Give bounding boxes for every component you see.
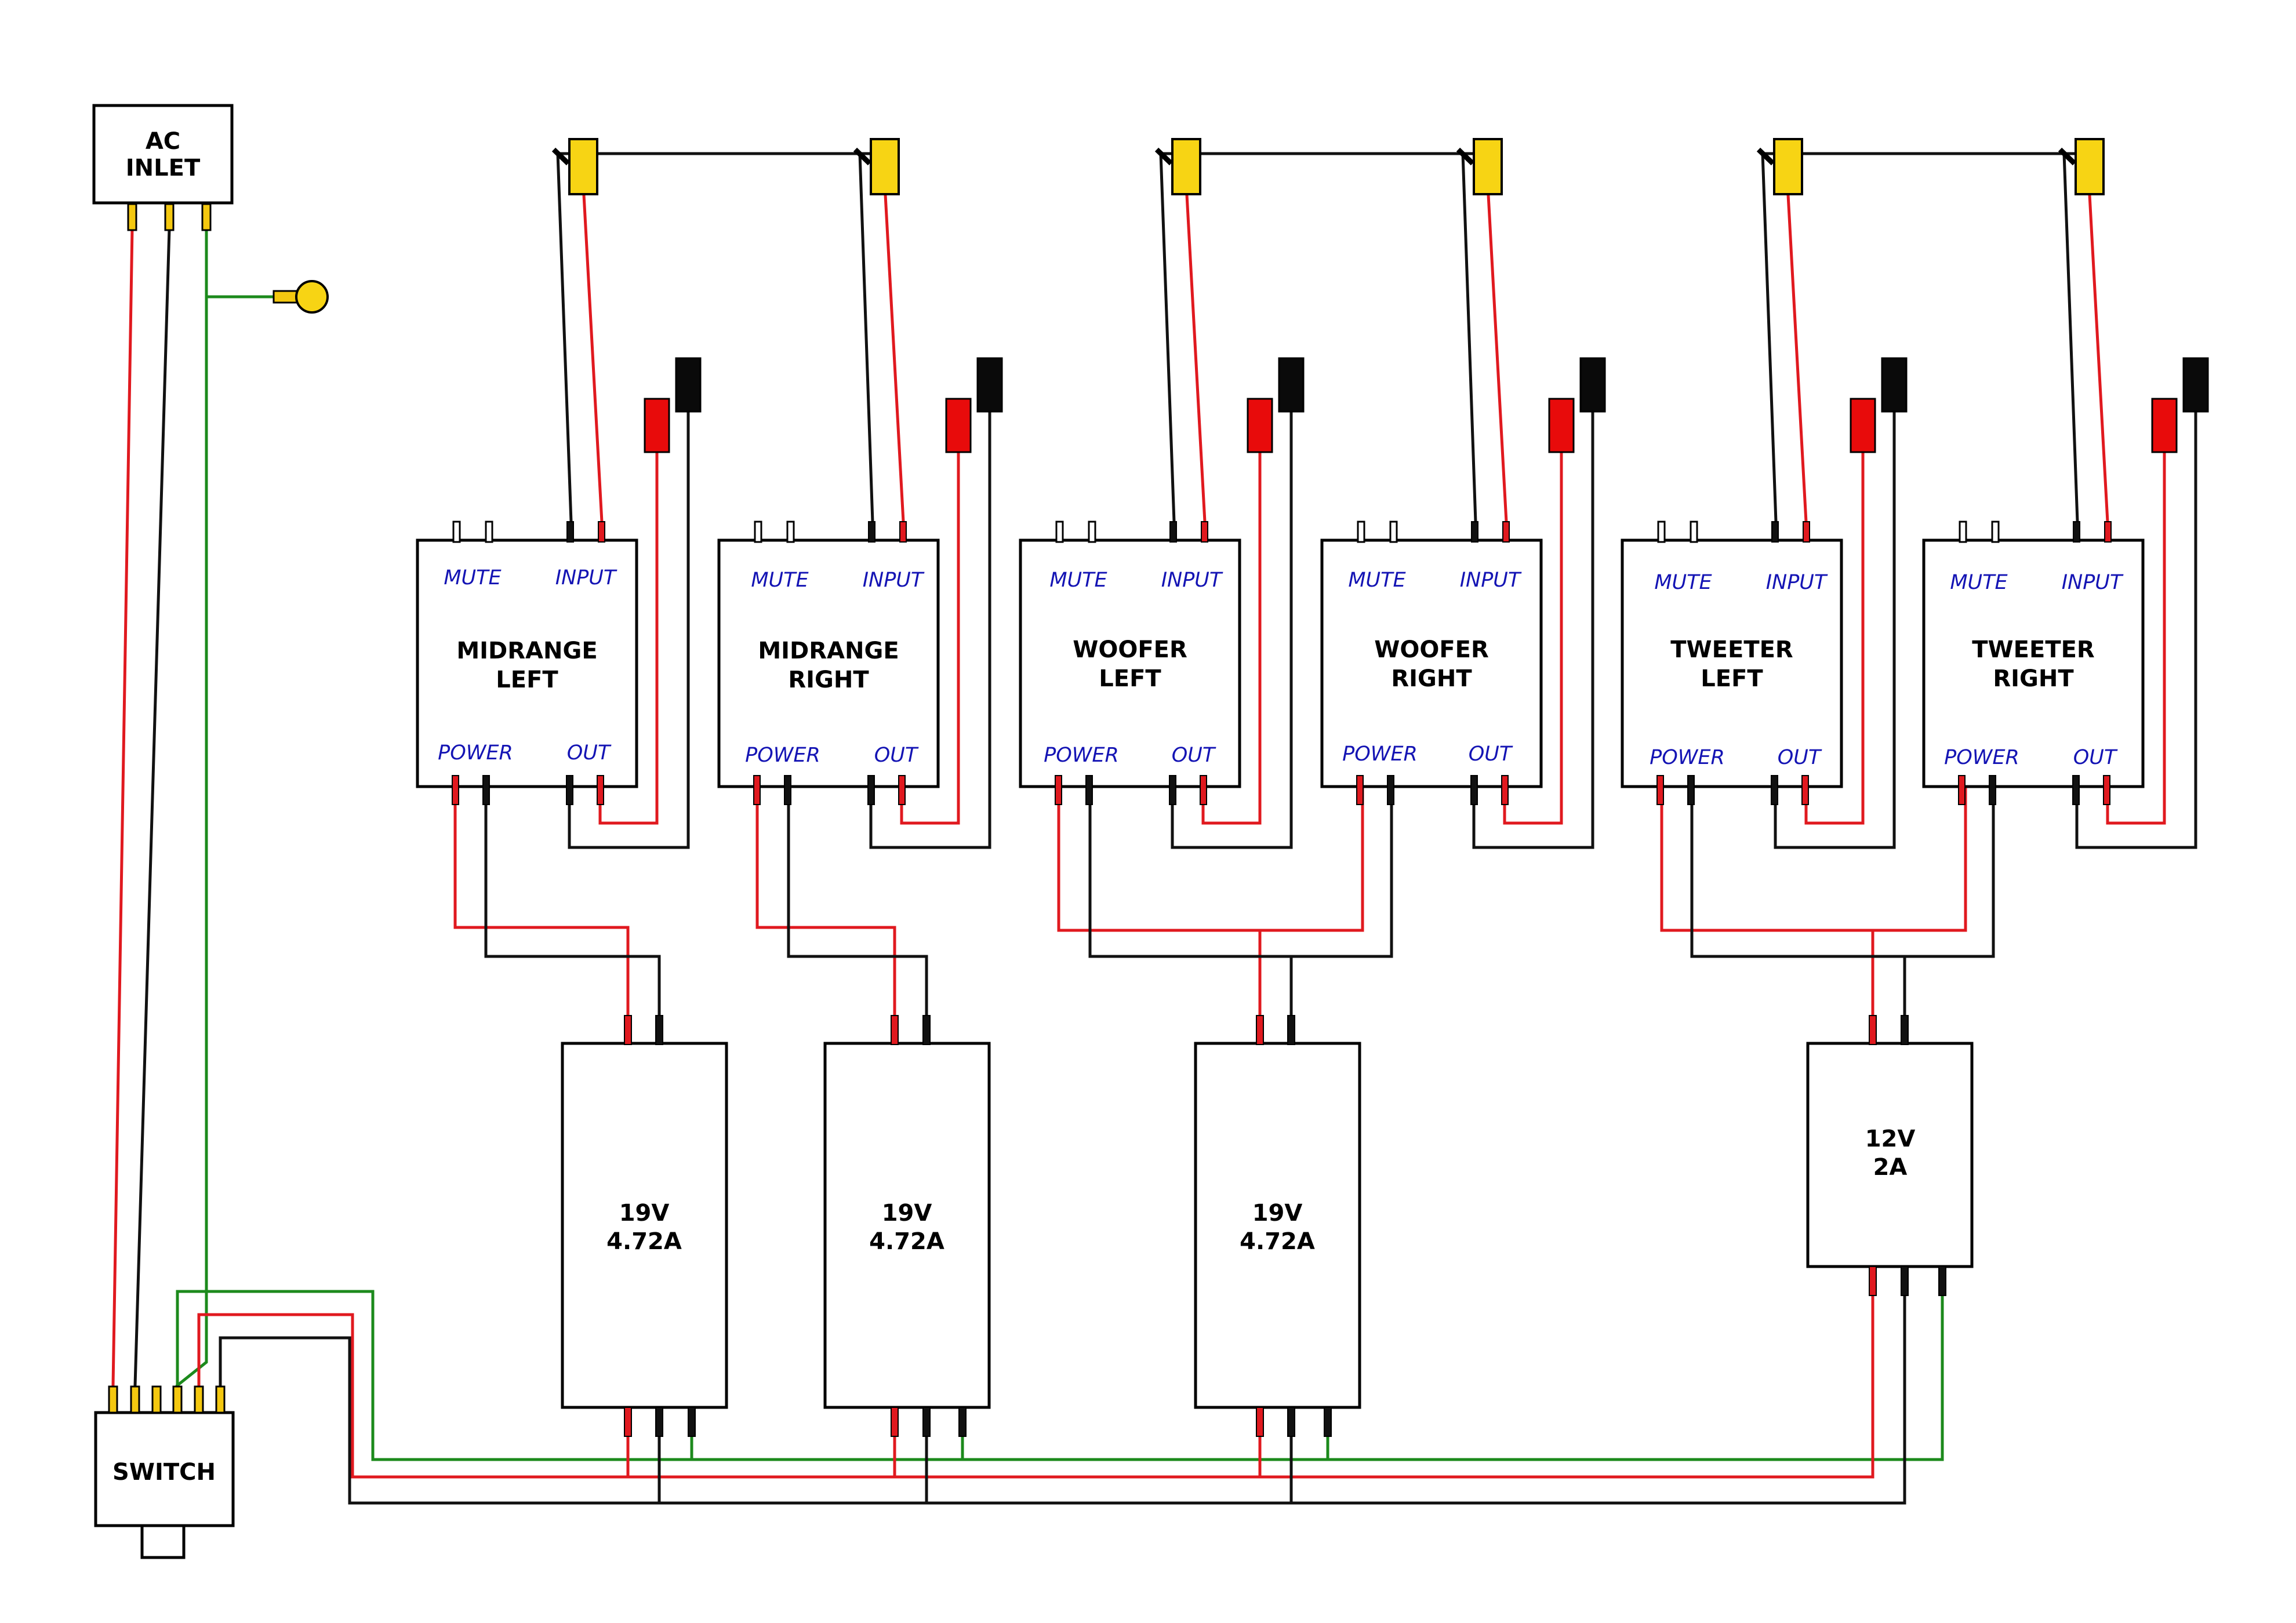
amp-name-line1: TWEETER <box>1972 636 2094 663</box>
psu-current: 2A <box>1873 1154 1908 1181</box>
amp-mute-label: MUTE <box>1654 571 1712 594</box>
ac-inlet-pin-ground <box>201 203 212 231</box>
speaker-terminal-tweeter-right <box>2151 357 2209 453</box>
switch-actuator <box>140 1524 186 1559</box>
amp-out-label: OUT <box>874 744 919 767</box>
amp-power-label: POWER <box>745 744 820 767</box>
amp-power-label: POWER <box>1044 744 1119 767</box>
amp-out-label: OUT <box>1172 744 1216 767</box>
rca-connector-tweeter-left <box>1756 138 1803 195</box>
amp-out-label: OUT <box>2073 746 2118 769</box>
amp-mute-label: MUTE <box>444 566 502 589</box>
amplifier-tweeter-left: MUTE INPUT TWEETER LEFT POWER OUT <box>1621 521 1843 805</box>
rca-connector-woofer-left <box>1154 138 1201 195</box>
amplifier-midrange-right: MUTE INPUT MIDRANGE RIGHT POWER OUT <box>717 521 940 805</box>
psu-current: 4.72A <box>1240 1228 1315 1255</box>
ac-inlet: AC INLET <box>92 104 234 231</box>
ground-lug <box>273 280 329 314</box>
amp-out-label: OUT <box>567 741 612 765</box>
rca-connector-midrange-right <box>853 138 900 195</box>
amp-mute-label: MUTE <box>1348 569 1406 592</box>
psu-voltage: 19V <box>1252 1200 1303 1227</box>
amp-name-line1: MIDRANGE <box>758 638 899 664</box>
speaker-terminals <box>644 357 2209 453</box>
amp-mute-label: MUTE <box>1049 569 1107 592</box>
power-supply-1: 19V 4.72A <box>561 1015 728 1437</box>
switch-label: SWITCH <box>112 1459 216 1486</box>
amp-name-line2: LEFT <box>1701 665 1763 692</box>
amp-input-label: INPUT <box>555 566 617 589</box>
amp-input-label: INPUT <box>1460 569 1522 592</box>
amp-power-label: POWER <box>1342 743 1418 766</box>
power-supply-3: 19V 4.72A <box>1194 1015 1361 1437</box>
amp-name-line1: MIDRANGE <box>456 638 597 664</box>
amp-name-line1: WOOFER <box>1073 636 1187 663</box>
amp-name-line2: RIGHT <box>788 667 869 693</box>
power-switch: SWITCH <box>94 1385 235 1559</box>
amp-name-line1: WOOFER <box>1374 636 1489 663</box>
rca-connector-midrange-left <box>551 138 598 195</box>
ac-inlet-pin-live <box>127 203 137 231</box>
amp-power-label: POWER <box>1650 746 1725 769</box>
psu-current: 4.72A <box>606 1228 682 1255</box>
amp-name-line2: LEFT <box>1099 665 1161 692</box>
rca-connector-woofer-right <box>1456 138 1503 195</box>
amp-power-label: POWER <box>1944 746 2019 769</box>
speaker-terminal-woofer-right <box>1548 357 1606 453</box>
power-supply-2: 19V 4.72A <box>823 1015 991 1437</box>
speaker-terminal-tweeter-left <box>1850 357 1908 453</box>
amp-name-line2: RIGHT <box>1391 665 1472 692</box>
psu-voltage: 19V <box>882 1200 932 1227</box>
psu-voltage: 12V <box>1865 1126 1916 1152</box>
speaker-terminal-midrange-left <box>644 357 702 453</box>
amp-name-line2: LEFT <box>496 667 558 693</box>
amp-power-label: POWER <box>438 741 513 765</box>
amp-out-label: OUT <box>1778 746 1822 769</box>
wires <box>111 152 2197 1505</box>
psu-voltage: 19V <box>619 1200 670 1227</box>
amp-name-line2: RIGHT <box>1993 665 2074 692</box>
amp-name-line1: TWEETER <box>1670 636 1793 663</box>
speaker-terminal-woofer-left <box>1247 357 1305 453</box>
speaker-terminal-midrange-right <box>945 357 1003 453</box>
amplifier-midrange-left: MUTE INPUT MIDRANGE LEFT POWER OUT <box>416 521 638 805</box>
amplifier-woofer-right: MUTE INPUT WOOFER RIGHT POWER OUT <box>1320 521 1543 805</box>
amp-mute-label: MUTE <box>1950 571 2008 594</box>
power-supply-4: 12V 2A <box>1806 1015 1974 1296</box>
amplifier-woofer-left: MUTE INPUT WOOFER LEFT POWER OUT <box>1019 521 1241 805</box>
input-signal-wires <box>556 152 2109 523</box>
rca-connector-tweeter-right <box>2058 138 2105 195</box>
ac-inlet-label-line1: AC <box>146 128 180 155</box>
amp-input-label: INPUT <box>1766 571 1828 594</box>
ac-inlet-pin-neutral <box>164 203 175 231</box>
ac-inlet-label-line2: INLET <box>126 155 201 181</box>
amplifier-tweeter-right: MUTE INPUT TWEETER RIGHT POWER OUT <box>1922 521 2145 805</box>
psu-current: 4.72A <box>869 1228 944 1255</box>
amp-input-label: INPUT <box>863 569 925 592</box>
amp-input-label: INPUT <box>2062 571 2124 594</box>
amp-input-label: INPUT <box>1161 569 1223 592</box>
rca-connectors <box>551 138 2105 195</box>
amp-out-label: OUT <box>1469 743 1513 766</box>
amp-mute-label: MUTE <box>751 569 809 592</box>
